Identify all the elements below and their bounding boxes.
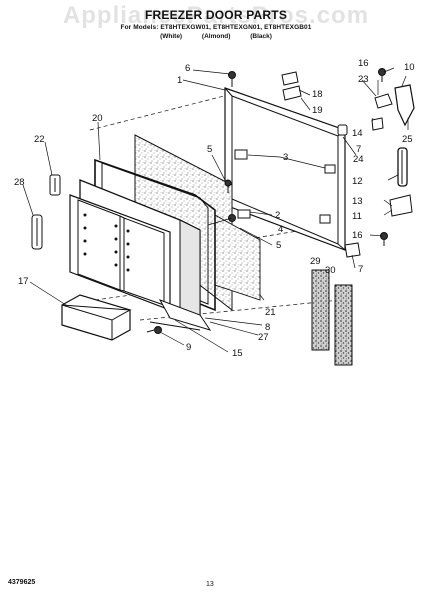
callout-labels: 1 6 5 3 2 4 5 7 21 8 27 15 9 16 10 23 18… bbox=[14, 58, 415, 359]
callout-3: 3 bbox=[283, 152, 288, 163]
callout-15: 15 bbox=[232, 348, 243, 359]
callout-17: 17 bbox=[18, 276, 29, 287]
page-title: FREEZER DOOR PARTS bbox=[144, 8, 288, 22]
callout-19: 19 bbox=[312, 105, 323, 116]
top-trim-strip bbox=[281, 71, 302, 101]
door-stops bbox=[337, 124, 361, 258]
callout-11: 11 bbox=[352, 211, 362, 222]
callout-10: 10 bbox=[404, 62, 415, 73]
screw-16-bottom bbox=[380, 232, 388, 246]
callout-7a: 7 bbox=[356, 144, 361, 155]
callout-27: 27 bbox=[258, 332, 269, 343]
callout-12: 12 bbox=[352, 176, 363, 187]
callout-4: 4 bbox=[278, 224, 283, 235]
bottom-trim bbox=[149, 299, 212, 331]
callout-23: 23 bbox=[358, 74, 369, 85]
upper-hinge-assembly bbox=[371, 84, 415, 131]
callout-24: 24 bbox=[353, 154, 364, 165]
hinge-left bbox=[31, 214, 43, 250]
callout-8: 8 bbox=[265, 322, 270, 333]
door-front-shelves bbox=[69, 194, 171, 311]
page-number: 13 bbox=[206, 581, 214, 588]
callout-20: 20 bbox=[92, 113, 103, 124]
screw-6 bbox=[228, 71, 236, 87]
hinge-bracket-left bbox=[49, 174, 61, 196]
callout-29: 29 bbox=[310, 256, 321, 267]
callout-5b: 5 bbox=[276, 240, 281, 251]
screw-16-top bbox=[378, 68, 386, 82]
gasket-strips bbox=[311, 269, 353, 366]
callout-14: 14 bbox=[352, 128, 363, 139]
callout-30: 30 bbox=[325, 265, 336, 276]
callout-7b: 7 bbox=[358, 264, 363, 275]
callout-5a: 5 bbox=[207, 144, 212, 155]
lower-hinge-assembly bbox=[389, 194, 413, 217]
callout-21: 21 bbox=[265, 307, 276, 318]
model-numbers: For Models: ET8HTEXGW01, ET8HTEXGN01, ET… bbox=[120, 24, 312, 31]
callout-22: 22 bbox=[34, 134, 45, 145]
door-handle bbox=[397, 147, 408, 187]
door-bin bbox=[61, 294, 132, 341]
callout-13: 13 bbox=[352, 196, 363, 207]
callout-1: 1 bbox=[177, 75, 182, 86]
leader-lines bbox=[22, 67, 409, 353]
callout-18: 18 bbox=[312, 89, 323, 100]
bracket-clips bbox=[234, 149, 336, 224]
callout-2: 2 bbox=[275, 210, 280, 221]
callout-25: 25 bbox=[402, 134, 413, 145]
model-colors: (White) (Almond) (Black) bbox=[160, 33, 272, 40]
document-number: 4379625 bbox=[8, 579, 36, 586]
screw-5 bbox=[224, 179, 232, 193]
callout-28: 28 bbox=[14, 177, 25, 188]
shelf-pin-holes bbox=[83, 213, 130, 272]
callout-16b: 16 bbox=[352, 230, 363, 241]
callout-9: 9 bbox=[186, 342, 191, 353]
screws bbox=[146, 68, 388, 334]
callout-6: 6 bbox=[185, 63, 190, 74]
callout-16a: 16 bbox=[358, 58, 369, 69]
door-liner-frame bbox=[224, 87, 346, 251]
screw-9 bbox=[146, 326, 162, 334]
